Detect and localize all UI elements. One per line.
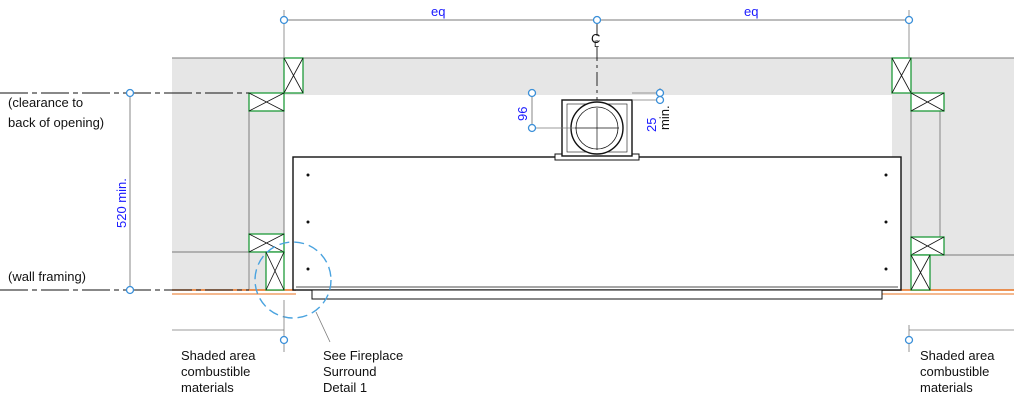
- top-clearance-unit: min.: [657, 105, 672, 130]
- top-clearance-value: 25: [644, 118, 659, 132]
- stud-cross: [265, 251, 285, 291]
- depth-label: 520 min.: [114, 178, 129, 228]
- note-center-line2: Surround: [323, 364, 376, 379]
- flue-offset-label: 96: [515, 107, 530, 121]
- left-clearance-line2: back of opening): [8, 115, 104, 130]
- note-left-line2: combustible: [181, 364, 250, 379]
- left-clearance-line1: (clearance to: [8, 95, 83, 110]
- eq-right-label: eq: [744, 4, 758, 19]
- stud-cross: [891, 57, 912, 94]
- note-leader-left: [172, 300, 289, 352]
- flue-collar: [554, 99, 640, 161]
- stud-cross: [283, 57, 304, 94]
- dimension-depth: 520 min.: [0, 88, 249, 295]
- centerline-label: C: [591, 31, 600, 46]
- eq-left-label: eq: [431, 4, 445, 19]
- firebox: [292, 156, 902, 300]
- dimension-eq: eq eq: [279, 4, 914, 58]
- framing-studs: [248, 57, 945, 291]
- note-center-line3: Detail 1: [323, 380, 367, 395]
- note-left-line1: Shaded area: [181, 348, 256, 363]
- dimension-top-clearance: 25 min.: [632, 88, 672, 132]
- note-right-line1: Shaded area: [920, 348, 995, 363]
- stud-cross: [910, 92, 945, 112]
- shaded-combustible-center: [284, 58, 892, 95]
- centerline: C L: [591, 22, 600, 100]
- note-leader-right: [904, 325, 1014, 352]
- note-left-line3: materials: [181, 380, 234, 395]
- note-center-line1: See Fireplace: [323, 348, 403, 363]
- stud-cross: [910, 236, 945, 256]
- left-wall-framing-label: (wall framing): [8, 269, 86, 284]
- centerline-sub: L: [594, 39, 599, 49]
- dimension-flue-offset: 96: [515, 88, 575, 133]
- stud-cross: [248, 233, 285, 253]
- note-right-line3: materials: [920, 380, 973, 395]
- stud-cross: [910, 254, 931, 291]
- stud-cross: [248, 92, 285, 112]
- note-right-line2: combustible: [920, 364, 989, 379]
- detail-callout: [254, 241, 332, 343]
